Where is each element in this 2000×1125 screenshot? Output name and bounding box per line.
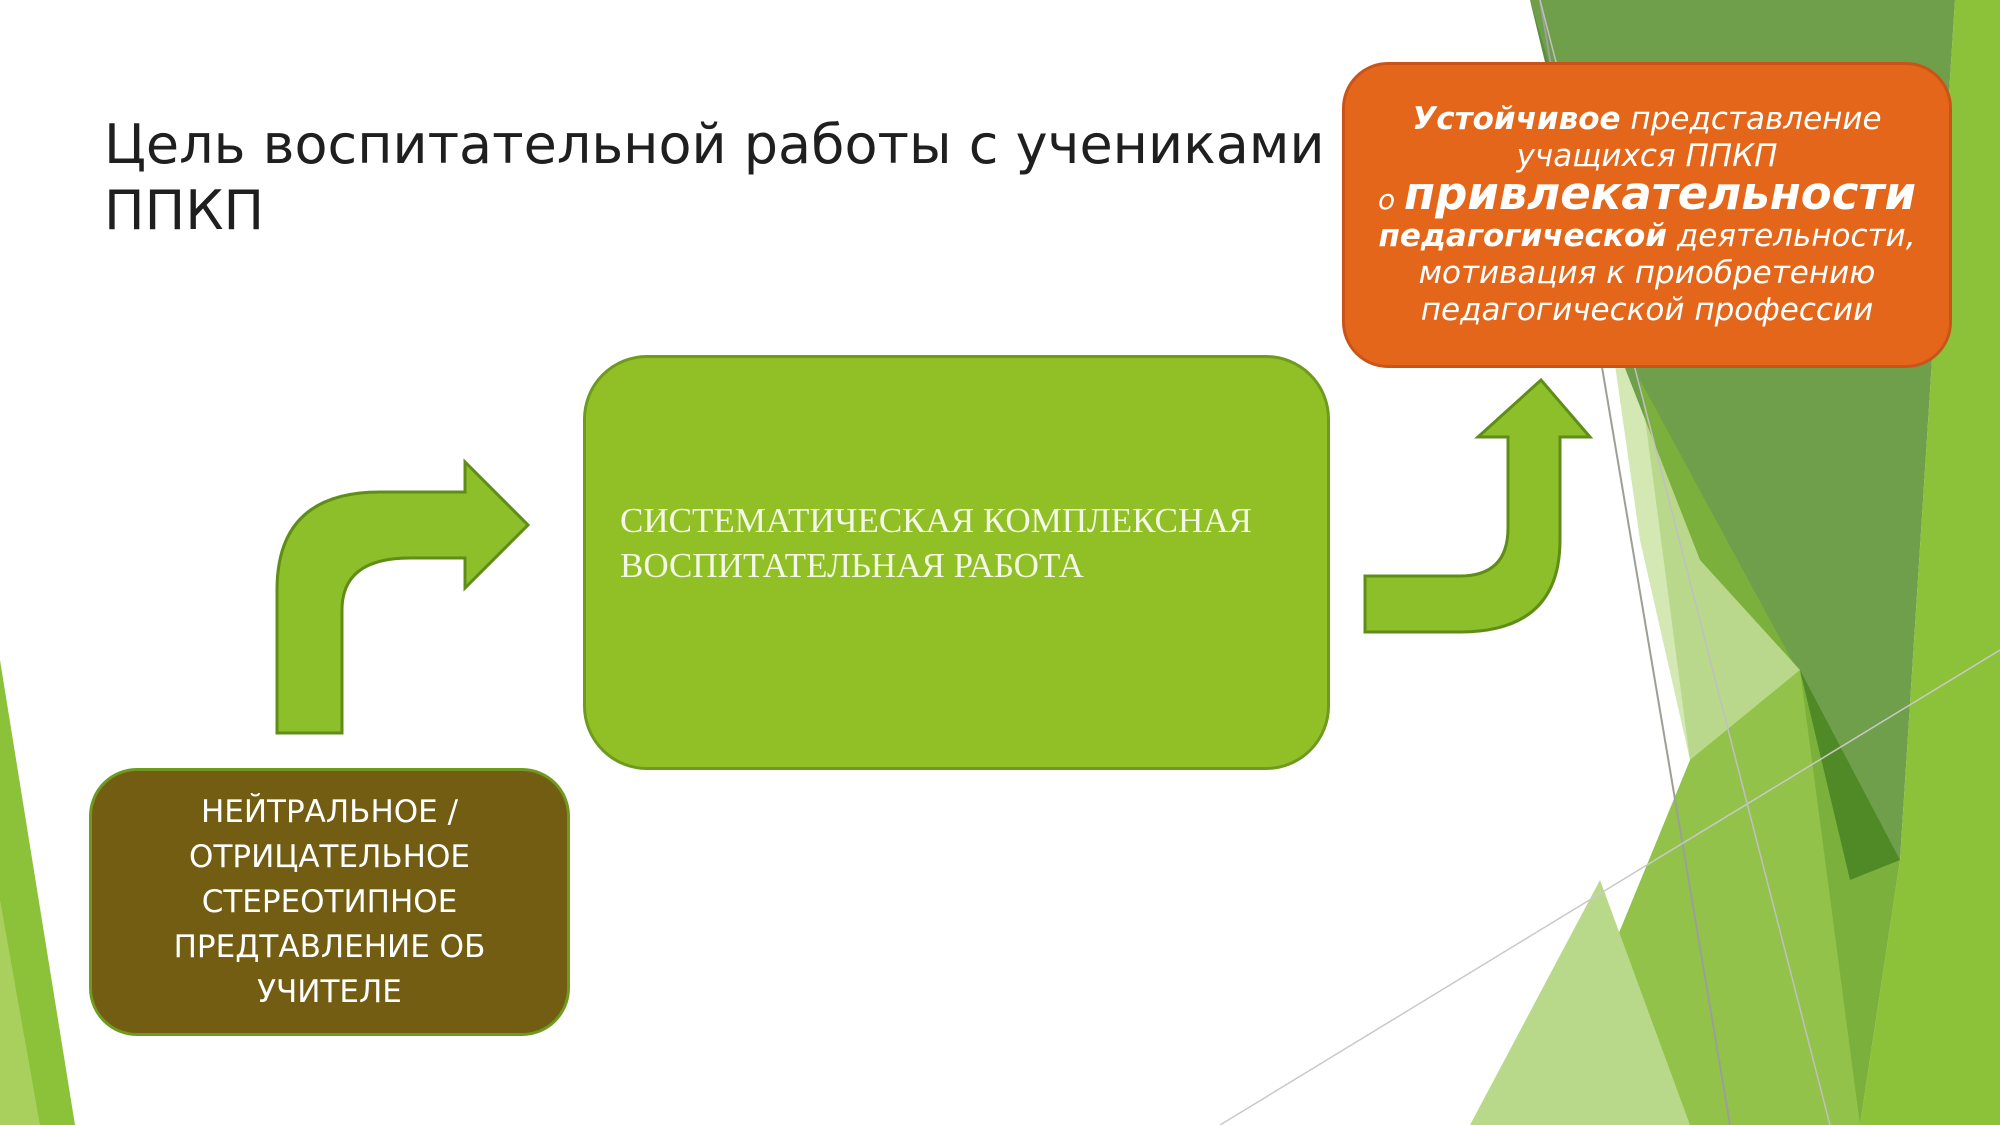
goal-box: Устойчивое представление учащихся ППКП о… [1342,62,1952,368]
goal-text-4: привлекательности [1404,167,1917,220]
process-box: СИСТЕМАТИЧЕСКАЯ КОМПЛЕКСНАЯ ВОСПИТАТЕЛЬН… [583,355,1330,770]
bg-facet-5 [1470,880,1690,1125]
start-state-box: НЕЙТРАЛЬНОЕ / ОТРИЦАТЕЛЬНОЕ СТЕРЕОТИПНОЕ… [89,768,570,1036]
process-box-label: СИСТЕМАТИЧЕСКАЯ КОМПЛЕКСНАЯ ВОСПИТАТЕЛЬН… [620,501,1252,585]
bg-line-2 [1219,649,2000,1125]
bg-facet-2 [1860,0,2000,1125]
slide-title: Цель воспитательной работы с учениками П… [104,113,1325,242]
bg-shard-left-2 [0,900,40,1125]
bg-facet-6 [1610,330,1800,760]
goal-text-5: педагогической [1378,218,1667,254]
goal-text-2: представление учащихся ППКП [1516,101,1882,174]
goal-label: Устойчивое представление учащихся ППКП о… [1362,101,1932,329]
start-state-label: НЕЙТРАЛЬНОЕ / ОТРИЦАТЕЛЬНОЕ СТЕРЕОТИПНОЕ… [173,793,486,1010]
goal-text-1: Устойчивое [1412,101,1621,137]
goal-text-3: о [1377,183,1404,216]
bg-facet-7 [1800,670,1900,880]
goal-text-6: деятельности, мотивация к приобретению п… [1418,218,1916,328]
